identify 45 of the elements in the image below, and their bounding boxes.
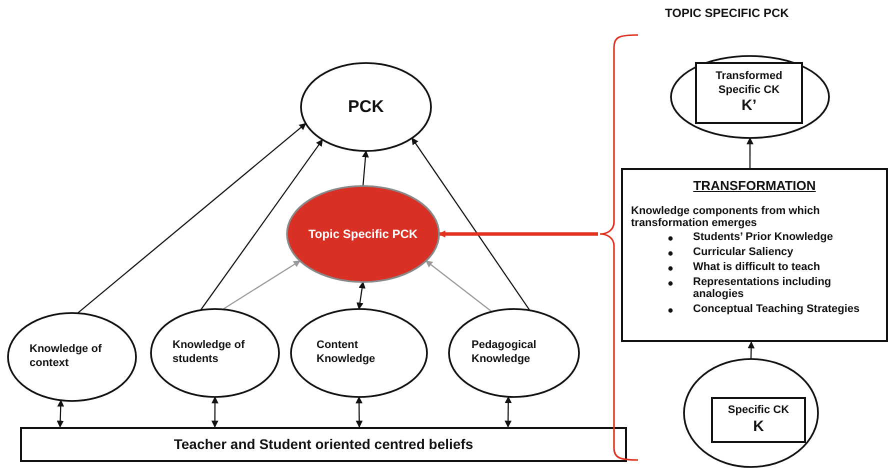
arrow [356,281,366,310]
concept-ellipse [150,308,280,398]
bullet-item: Curricular Saliency [631,246,878,258]
node-label: Topic Specific PCK [308,226,418,242]
arrow [56,400,64,428]
node-label: Knowledge of students [172,339,246,367]
concept-ellipse [448,308,580,398]
bullet-item: Conceptual Teaching Strategies [631,303,878,315]
node-label: Teacher and Student oriented centred beliefs [174,436,474,454]
concept-ellipse [7,312,137,402]
concept-ellipse [290,308,428,398]
node-label: Transformed Specific CK [714,70,784,98]
node-label: Pedagogical Knowledge [472,339,538,367]
arrow [356,396,363,428]
heading: TOPIC SPECIFIC PCK [665,6,789,20]
concept-ellipse [300,62,432,152]
symbol-label: K’ [742,97,756,116]
arrow [222,260,301,310]
node-label: Knowledge of context [30,343,103,371]
concept-ellipse [286,185,440,283]
arrow [211,396,218,428]
arrow [200,139,323,310]
bullet-item: Students’ Prior Knowledge [631,231,878,243]
bullet-item: What is difficult to teach [631,261,878,273]
arrow [438,230,598,238]
arrow [411,138,530,311]
intro-text: Knowledge components from which transformation emerges [631,205,821,229]
transformation-box [621,168,888,342]
concept-ellipse [683,358,819,468]
concept-ellipse [670,55,830,139]
node-label: Content Knowledge [316,339,376,367]
knowledge-box [711,397,806,443]
arrow [746,137,754,168]
arrow [504,396,512,428]
box-heading: TRANSFORMATION [692,178,817,193]
beliefs-bar [20,427,627,462]
bullet-item: Representations including analogies [631,276,878,300]
node-label: PCK [348,96,384,118]
arrow [425,260,492,312]
knowledge-box [695,62,803,124]
arrow [748,341,755,360]
arrow [362,150,369,186]
arrow [77,123,306,314]
symbol-label: K [753,418,764,436]
node-label: Specific CK [728,404,790,418]
